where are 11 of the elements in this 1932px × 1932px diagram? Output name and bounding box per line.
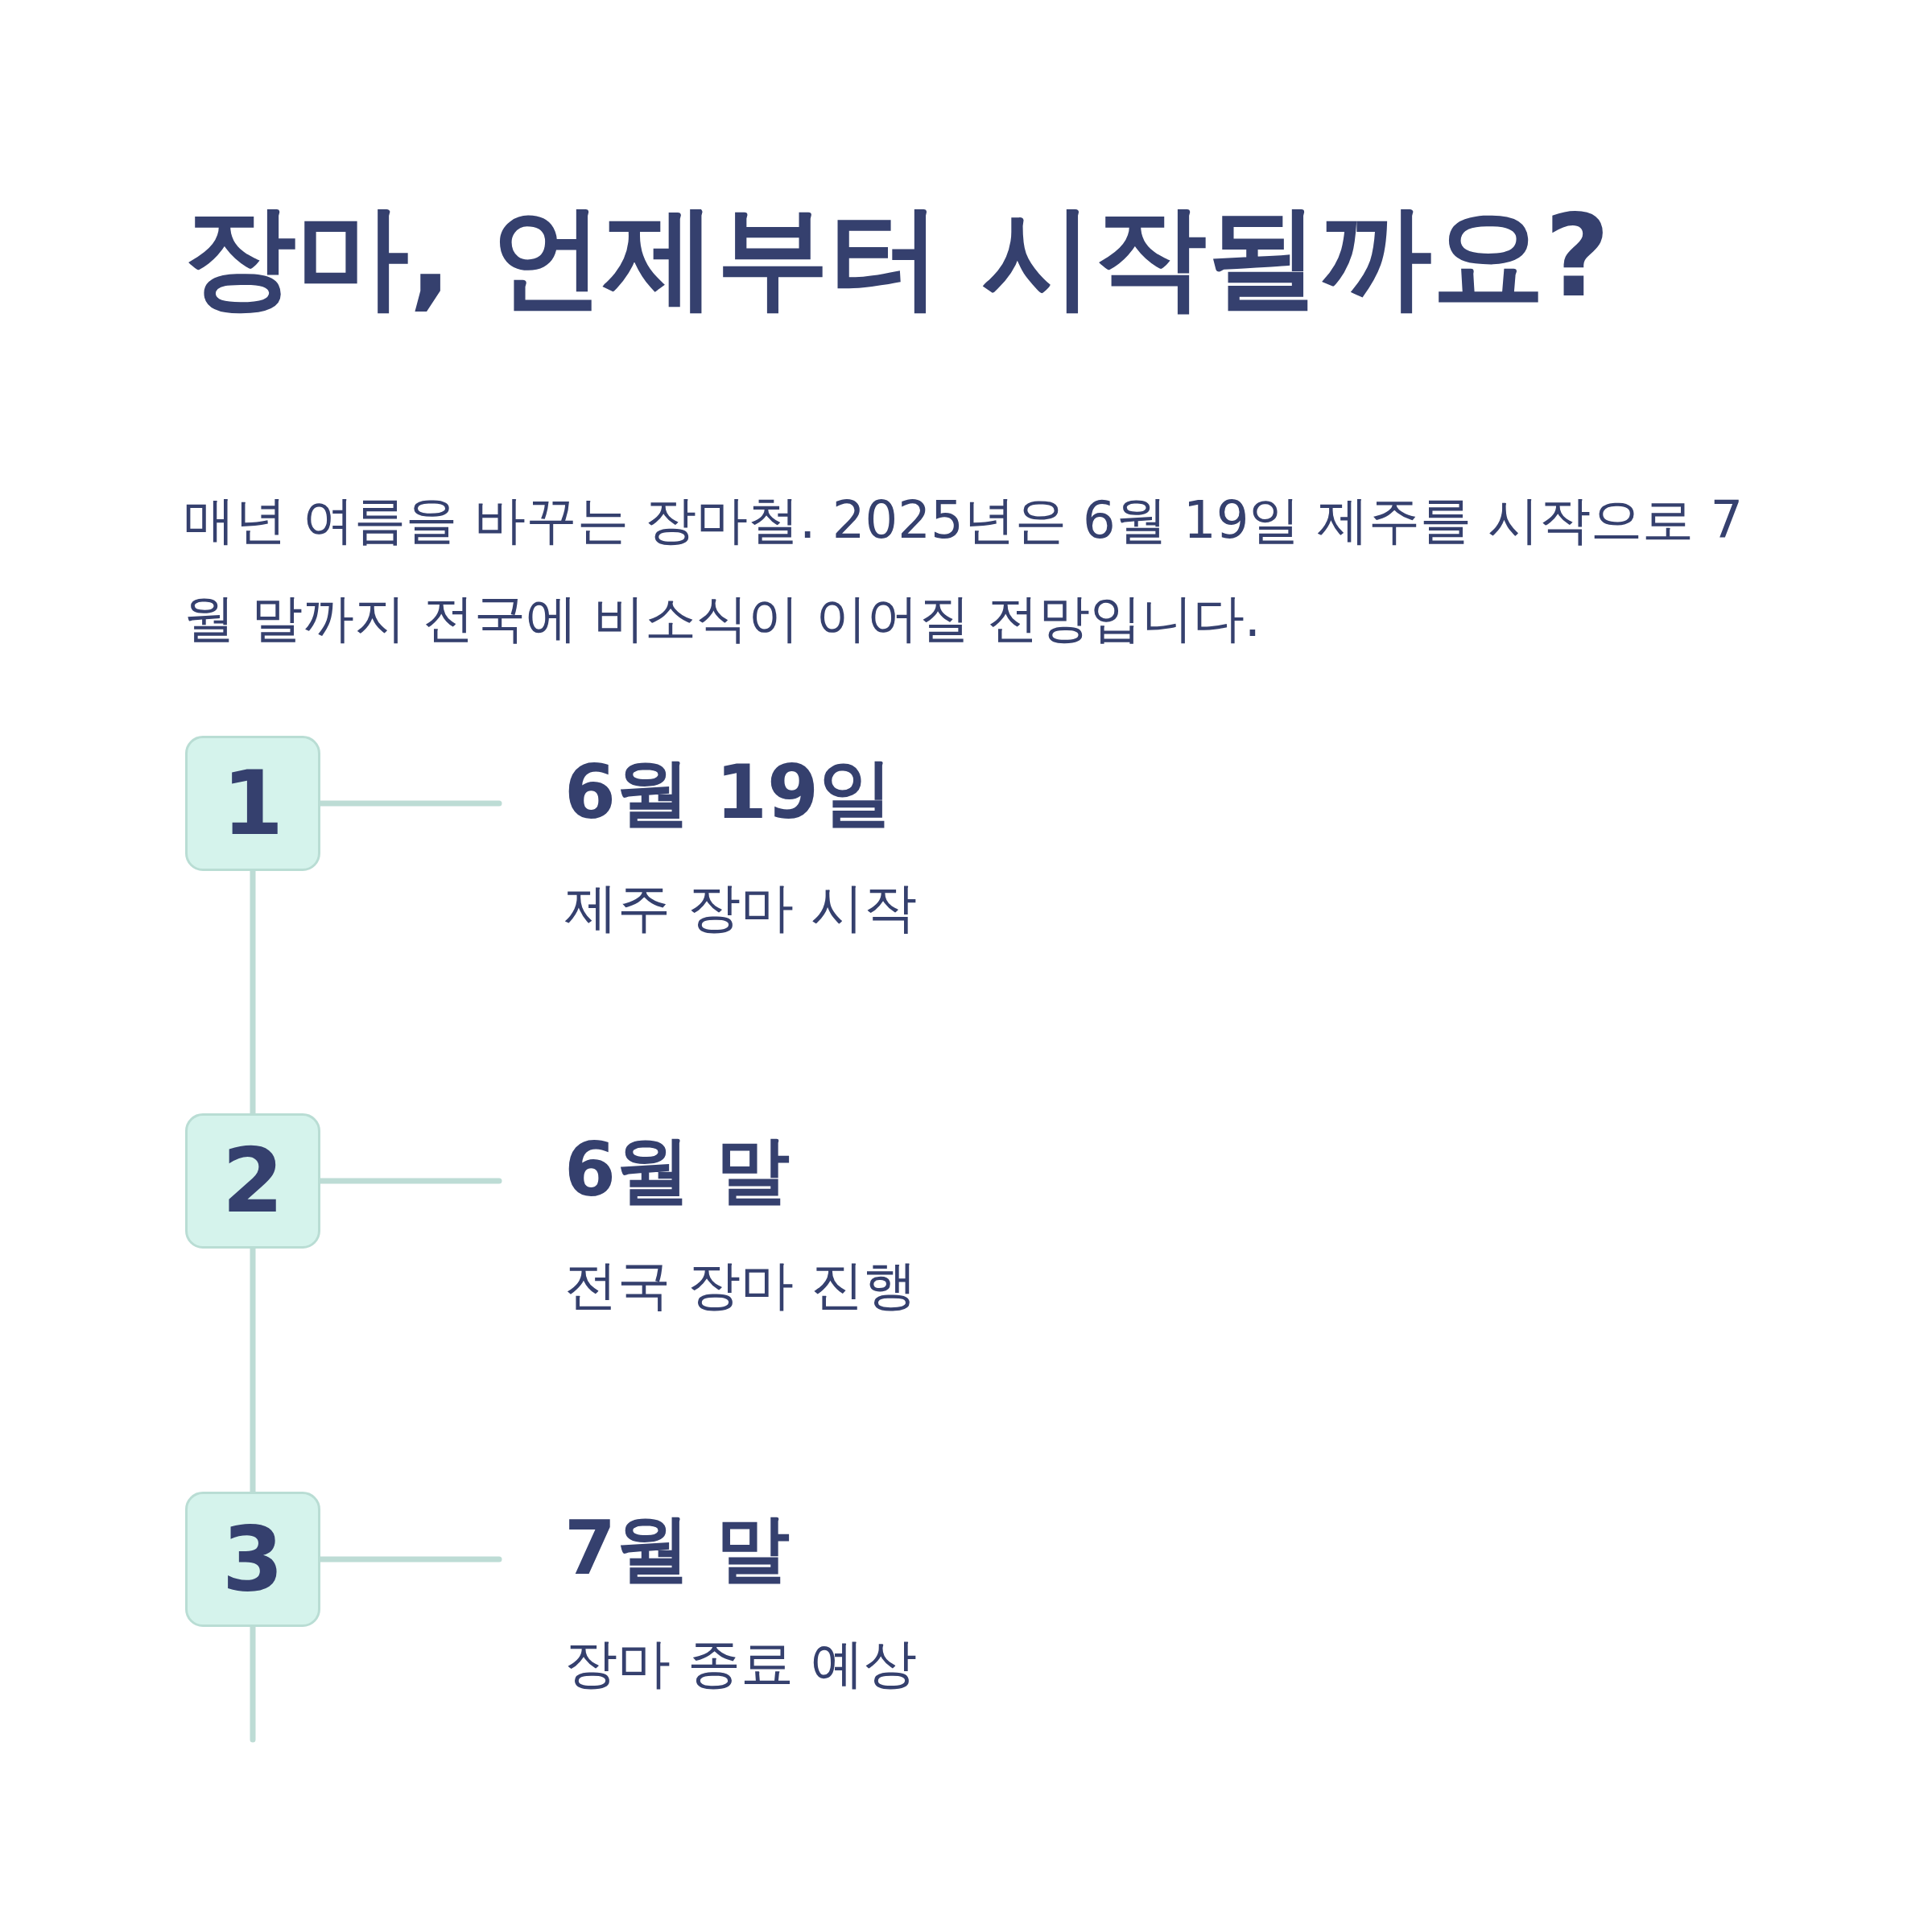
date-heading: 6월 19일 <box>564 749 894 837</box>
event-description: 장마 종료 예상 <box>564 1632 917 1696</box>
event-description: 전국 장마 진행 <box>564 1253 917 1318</box>
step-number-box: 3 <box>185 1492 320 1627</box>
title: 장마, 언제부터 시작될까요? <box>184 190 1610 324</box>
date-heading: 7월 말 <box>564 1505 791 1593</box>
intro-paragraph: 매년 여름을 바꾸는 장마철. 2025년은 6월 19일 제주를 시작으로 7월 말까지 전국에 비소식이 이어질 전망입니다. <box>184 489 1744 650</box>
date-heading: 6월 말 <box>564 1126 791 1215</box>
step-number-box: 2 <box>185 1113 320 1249</box>
event-description: 제주 장마 시작 <box>564 876 917 940</box>
step-number-box: 1 <box>185 736 320 871</box>
